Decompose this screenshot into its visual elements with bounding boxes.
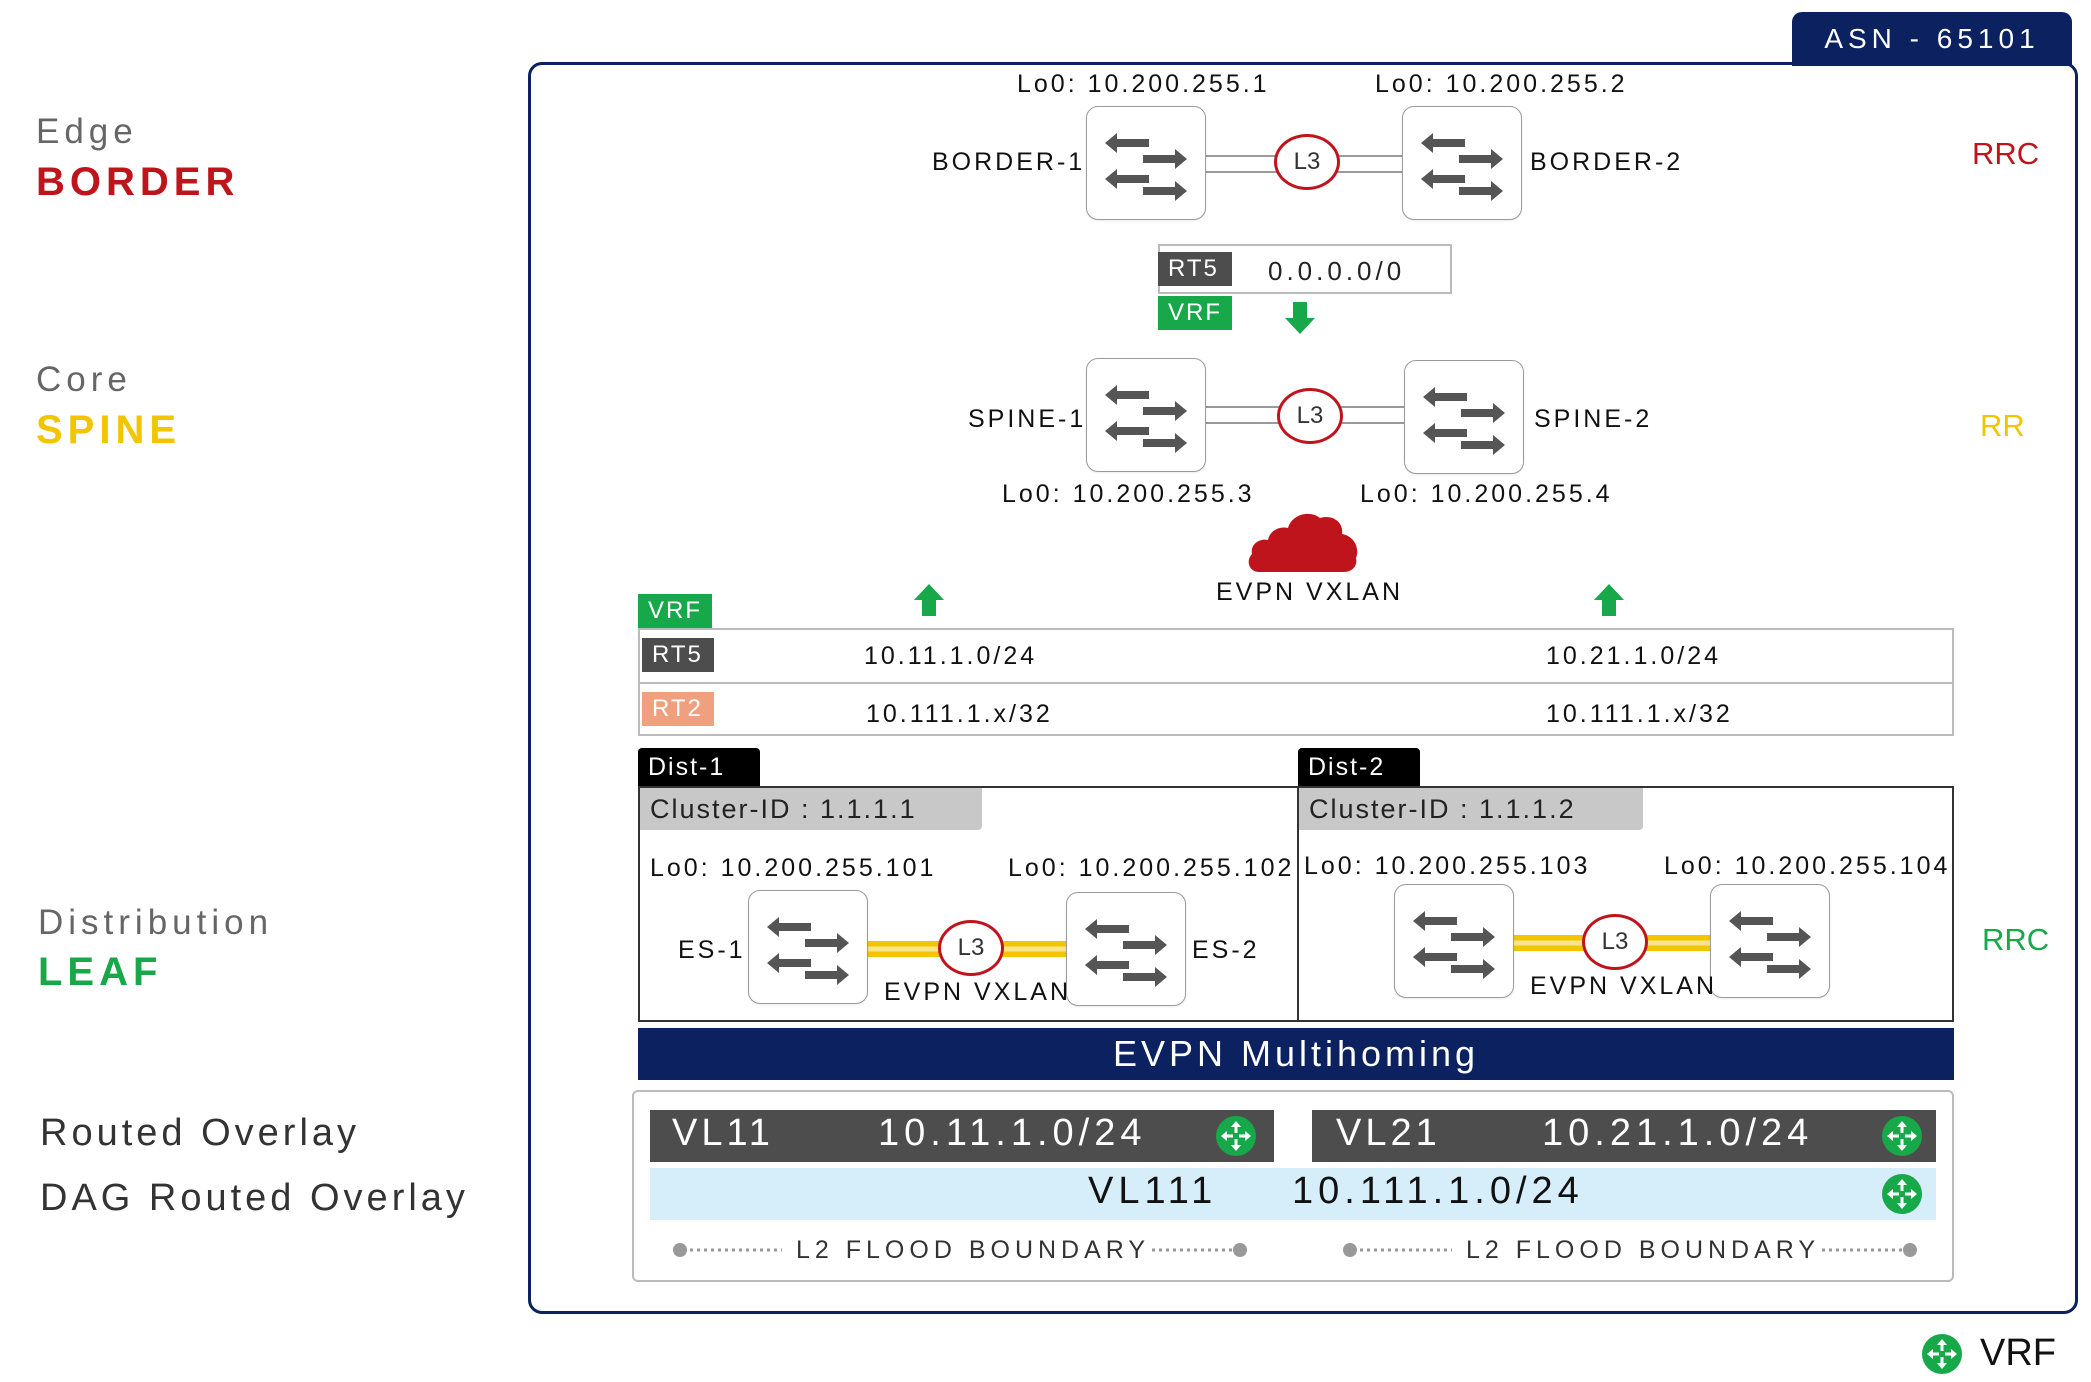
rt5-route-left: 10.11.1.0/24 [864,642,1038,670]
rt5-tag: RT5 [1158,252,1232,286]
flood-boundary-left-end-icon [1152,1243,1247,1257]
dist-2-title: Dist-2 [1298,748,1420,786]
spine-l3-link-label: L3 [1277,388,1343,444]
vl11-subnet: 10.11.1.0/24 [878,1112,1147,1154]
border-2-switch-icon [1402,106,1522,220]
vl21-name: VL21 [1336,1112,1441,1154]
dag-routed-overlay-label: DAG Routed Overlay [40,1177,469,1219]
legend-vrf-label: VRF [1980,1332,2056,1374]
dist-1-evpn-vxlan-label: EVPN VXLAN [884,978,1072,1006]
vl111-name: VL111 [1088,1170,1218,1212]
rt5-default-route: 0.0.0.0/0 [1268,256,1406,286]
cloud-icon [1248,513,1358,572]
vl21-subnet: 10.21.1.0/24 [1542,1112,1814,1154]
up-arrow-icon [1594,584,1624,616]
vrf-icon [1882,1174,1922,1214]
dist-2-loopback-a: Lo0: 10.200.255.103 [1304,852,1591,880]
border-1-name: BORDER-1 [932,148,1086,176]
vrf-icon [1922,1334,1962,1374]
l2-flood-boundary-left: L2 FLOOD BOUNDARY [796,1236,1151,1264]
l2-flood-boundary-right: L2 FLOOD BOUNDARY [1466,1236,1821,1264]
border-l3-link-label: L3 [1274,134,1340,190]
dist-1-cluster-id: Cluster-ID : 1.1.1.1 [640,788,982,830]
spine-2-name: SPINE-2 [1534,405,1653,433]
spine-layer-label: SPINE [36,408,182,452]
spine-evpn-vxlan-label: EVPN VXLAN [1216,578,1404,606]
dist-1-l3-link-label: L3 [938,920,1004,976]
rt2-tag-routes: RT2 [642,692,714,726]
dist-1-loopback-b: Lo0: 10.200.255.102 [1008,854,1295,882]
distribution-layer-label: Distribution [38,903,274,942]
es-1-switch-icon [748,890,868,1004]
spine-1-switch-icon [1086,358,1206,472]
dist-1-title: Dist-1 [638,748,760,786]
dist-2-cluster-id: Cluster-ID : 1.1.1.2 [1299,788,1643,830]
vrf-icon [1882,1116,1922,1156]
dist-2-loopback-b: Lo0: 10.200.255.104 [1664,852,1951,880]
routed-overlay-label: Routed Overlay [40,1112,361,1154]
border-layer-label: BORDER [36,160,240,204]
vrf-tag-routes: VRF [638,594,712,628]
dist-2-switch-b-icon [1710,884,1830,998]
route-table [638,628,1954,736]
core-layer-label: Core [36,360,132,399]
spine-1-loopback: Lo0: 10.200.255.3 [1002,480,1255,508]
vl11-bar [650,1110,1274,1162]
asn-frame [528,62,2078,1314]
route-table-divider [640,682,1952,684]
flood-boundary-right-start-icon [1343,1243,1452,1257]
rt5-route-right: 10.21.1.0/24 [1546,642,1722,670]
dist-2-l3-link-label: L3 [1582,914,1648,970]
dist-1-box [638,786,1298,1022]
vl111-bar [650,1168,1936,1220]
leaf-layer-label: LEAF [38,950,163,994]
vrf-icon [1216,1116,1256,1156]
es-1-label: ES-1 [678,936,746,964]
border-2-name: BORDER-2 [1530,148,1684,176]
up-arrow-icon [914,584,944,616]
spine-role-label: RR [1980,408,2025,443]
asn-badge: ASN - 65101 [1792,12,2072,66]
dist-2-box [1298,786,1954,1022]
vl21-bar [1312,1110,1936,1162]
spine-1-name: SPINE-1 [968,405,1087,433]
overlay-box [632,1090,1954,1282]
flood-boundary-left-start-icon [673,1243,782,1257]
es-2-label: ES-2 [1192,936,1260,964]
dist-2-evpn-vxlan-label: EVPN VXLAN [1530,972,1718,1000]
border-1-loopback: Lo0: 10.200.255.1 [1017,70,1270,98]
rt2-route-right: 10.111.1.x/32 [1546,700,1733,728]
border-1-switch-icon [1086,106,1206,220]
evpn-multihoming-banner: EVPN Multihoming [638,1028,1954,1080]
down-arrow-icon [1285,302,1315,334]
spine-2-loopback: Lo0: 10.200.255.4 [1360,480,1613,508]
flood-boundary-right-end-icon [1822,1243,1917,1257]
border-role-label: RRC [1972,136,2040,171]
leaf-role-label: RRC [1982,922,2050,957]
dist-2-switch-a-icon [1394,884,1514,998]
rt5-tag-routes: RT5 [642,638,714,672]
vl111-subnet: 10.111.1.0/24 [1292,1170,1584,1212]
dist-1-loopback-a: Lo0: 10.200.255.101 [650,854,937,882]
es-2-switch-icon [1066,892,1186,1006]
border-2-loopback: Lo0: 10.200.255.2 [1375,70,1628,98]
edge-layer-label: Edge [36,112,138,151]
vrf-tag-border: VRF [1158,296,1232,330]
rt2-route-left: 10.111.1.x/32 [866,700,1053,728]
spine-2-switch-icon [1404,360,1524,474]
vl11-name: VL11 [672,1112,774,1154]
